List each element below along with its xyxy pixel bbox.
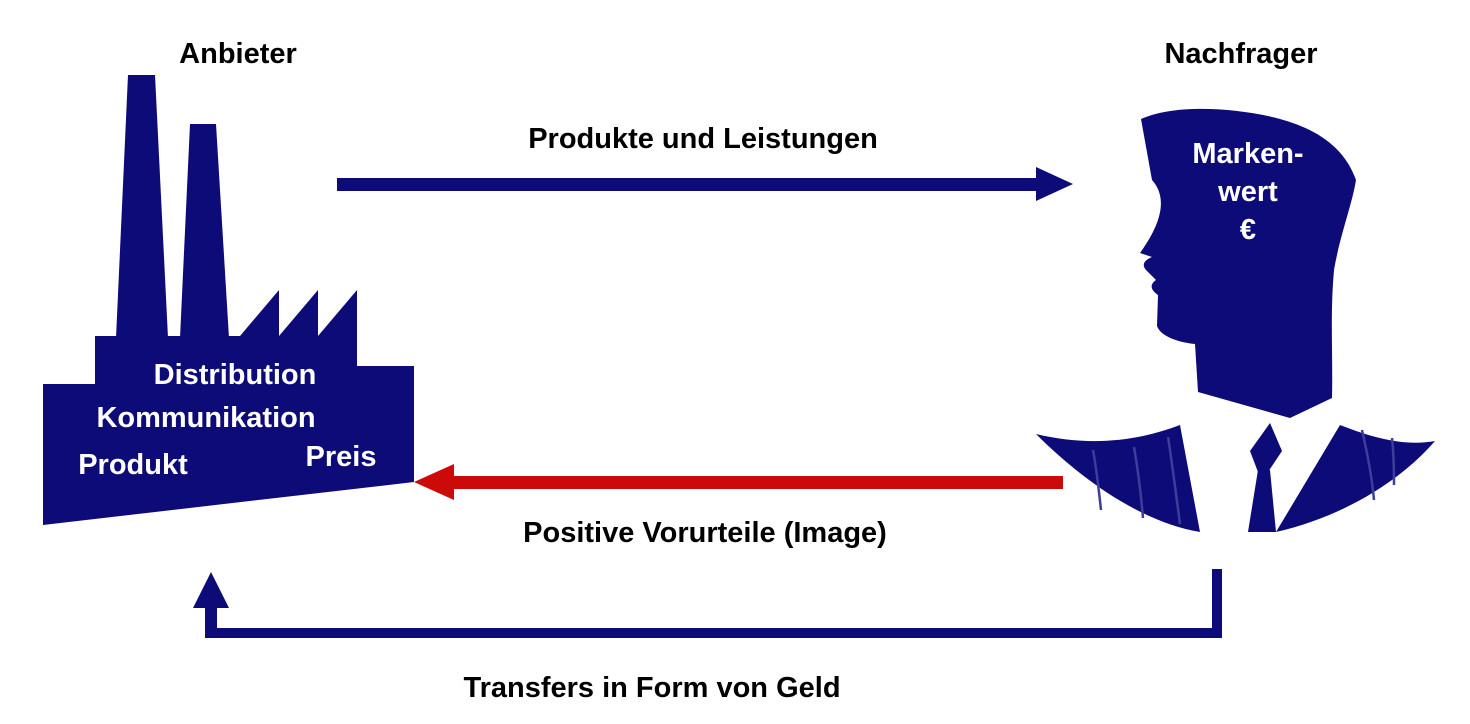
factory-body: [43, 366, 414, 525]
customer-tie: [1248, 470, 1276, 532]
arrow-money: [193, 569, 1222, 638]
factory-icon: [43, 75, 414, 525]
arrow-image: [414, 464, 1063, 500]
euro-sign-label: €: [1240, 214, 1256, 246]
factory-upper-block: [95, 290, 357, 368]
factory-item-preis: Preis: [306, 441, 377, 473]
customer-tie-knot: [1250, 423, 1282, 472]
customer-shoulder-right: [1276, 425, 1435, 532]
products-flow-label: Produkte und Leistungen: [528, 123, 878, 155]
arrow-products: [337, 167, 1073, 201]
brand-value-line-1: Marken-: [1192, 138, 1303, 170]
brand-value-line-2: wert: [1217, 176, 1278, 208]
customer-shoulder-left: [1036, 425, 1200, 532]
factory-item-kommunikation: Kommunikation: [96, 402, 315, 434]
customer-icon: [1036, 108, 1435, 532]
factory-item-produkt: Produkt: [78, 449, 188, 481]
factory-item-distribution: Distribution: [154, 359, 317, 391]
factory-chimney-left: [116, 75, 168, 338]
customer-suit-stripes: [1091, 429, 1396, 525]
factory-chimney-right: [180, 124, 229, 338]
customer-head: [1140, 108, 1356, 418]
supplier-label: Anbieter: [179, 38, 297, 70]
customer-label: Nachfrager: [1164, 38, 1317, 70]
image-flow-label: Positive Vorurteile (Image): [523, 517, 887, 549]
money-flow-label: Transfers in Form von Geld: [463, 672, 840, 704]
